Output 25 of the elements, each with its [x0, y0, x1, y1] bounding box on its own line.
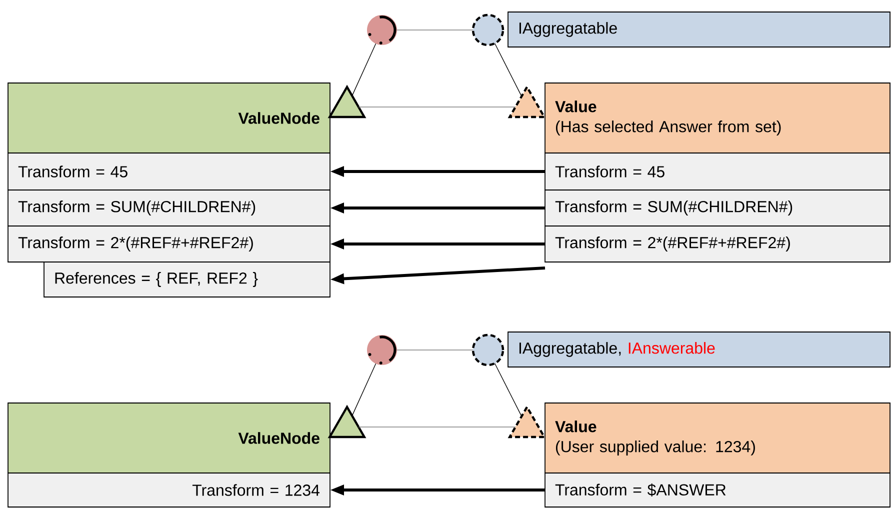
- class-box: ValueNode: [8, 82, 330, 154]
- property-row: References = { REF, REF2 }: [44, 262, 330, 298]
- interface-circle: [472, 14, 504, 46]
- interface-label-box: IAggregatable: [508, 12, 890, 48]
- connector-line: [358, 426, 516, 428]
- value-box: Value (User supplied value: 1234): [544, 402, 890, 474]
- property-row: Transform = 2*(#REF#+#REF2#): [544, 226, 890, 262]
- connector-line: [494, 43, 522, 97]
- class-box: ValueNode: [8, 402, 330, 474]
- property-row: Transform = 2*(#REF#+#REF2#): [8, 226, 330, 262]
- property-row: Transform = SUM(#CHILDREN#): [8, 190, 330, 226]
- socket-circle: [367, 335, 397, 365]
- connector-line: [352, 43, 376, 96]
- property-row: Transform = 45: [8, 152, 330, 190]
- property-row: Transform = SUM(#CHILDREN#): [544, 190, 890, 226]
- connector-line: [352, 363, 376, 416]
- connector-line: [494, 363, 522, 417]
- property-row: Transform = 1234: [8, 472, 330, 508]
- value-box: Value (Has selected Answer from set): [544, 82, 890, 154]
- interface-label-box: IAggregatable, IAnswerable: [508, 332, 890, 368]
- connector-line: [358, 106, 516, 108]
- property-row: Transform = 45: [544, 152, 890, 190]
- socket-circle: [367, 15, 397, 45]
- interface-circle: [472, 334, 504, 366]
- property-row: Transform = $ANSWER: [544, 472, 890, 508]
